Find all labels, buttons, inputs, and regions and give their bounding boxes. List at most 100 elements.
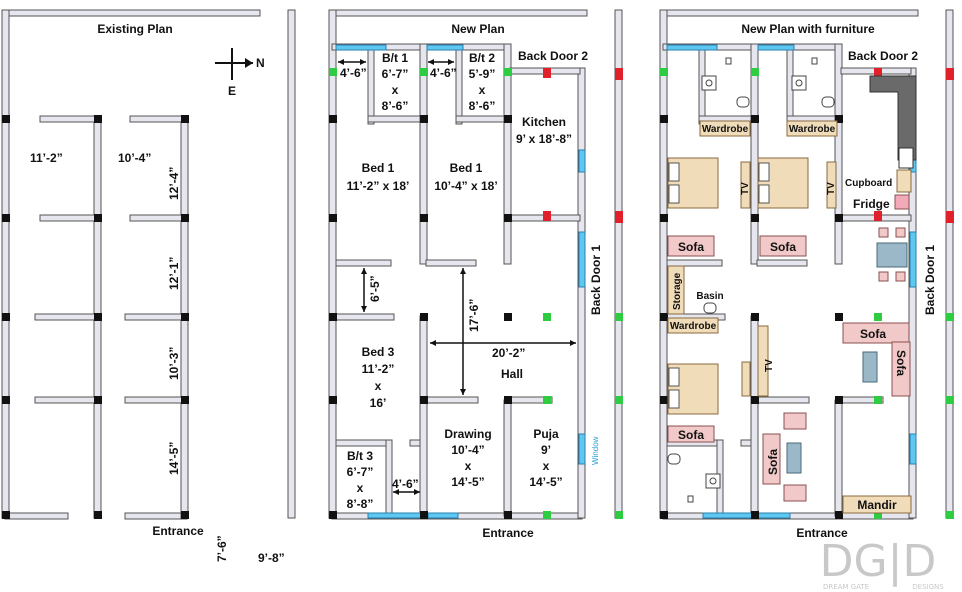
- dimension-arrow: [428, 59, 454, 65]
- column-post: [751, 214, 759, 222]
- window-pane: [427, 512, 459, 519]
- door-marker: [874, 511, 882, 519]
- door-marker: [751, 68, 759, 76]
- wall: [331, 9, 588, 17]
- door-marker: [660, 68, 668, 76]
- column-post: [181, 115, 189, 123]
- armchair-icon: [783, 484, 807, 502]
- basin-label: Basin: [696, 291, 723, 302]
- wall: [750, 315, 759, 517]
- puja-dim-a: 9’: [541, 443, 551, 457]
- sofa-5: [667, 425, 715, 443]
- door-marker: [543, 68, 551, 78]
- drawing-dim-a: 10’-4”: [451, 443, 484, 457]
- dim-width-2: 10’-4”: [118, 151, 151, 165]
- wall: [419, 315, 428, 517]
- bt3-label: B/t 3: [347, 449, 373, 463]
- chair-icon: [878, 227, 889, 238]
- bed3-dim-x: x: [375, 379, 382, 393]
- kitchen-dim: 9’ x 18’-8”: [516, 132, 572, 146]
- column-post: [329, 115, 337, 123]
- new-plan-title: New Plan: [451, 22, 504, 36]
- dim-bottom-2: 9’-8”: [258, 551, 285, 565]
- brand-watermark: DG|D DREAM GATE DESIGNS: [820, 536, 945, 591]
- wall: [124, 512, 188, 520]
- column-post: [660, 115, 668, 123]
- hall-height-dim: 17’-6”: [467, 299, 481, 332]
- wall: [503, 399, 512, 517]
- window-pane: [335, 44, 387, 51]
- column-post: [660, 313, 668, 321]
- furnished-entrance-label: Entrance: [796, 526, 848, 540]
- door-marker: [946, 211, 954, 223]
- tap-icon: [811, 57, 818, 65]
- fridge-block: [894, 194, 910, 210]
- cupboard-label: Cupboard: [845, 178, 892, 189]
- furnished-back-door-2-label: Back Door 2: [848, 49, 918, 63]
- door-marker: [874, 211, 882, 221]
- column-post: [751, 396, 759, 404]
- sofa-1-label: Sofa: [678, 240, 704, 254]
- column-post: [660, 396, 668, 404]
- column-post: [329, 511, 337, 519]
- bed3-dim-a: 11’-2”: [362, 362, 395, 376]
- storage-unit: [667, 265, 685, 315]
- column-post: [420, 115, 428, 123]
- bed1b-dim: 10’-4” x 18’: [434, 179, 497, 193]
- bt2-label: B/t 2: [469, 51, 495, 65]
- column-post: [504, 115, 512, 123]
- column-post: [420, 396, 428, 404]
- watermark-left: DREAM GATE: [823, 583, 869, 591]
- kitchen-counter: [869, 75, 917, 161]
- wall: [756, 396, 810, 404]
- wall: [39, 115, 96, 123]
- column-post: [181, 313, 189, 321]
- door-marker: [946, 68, 954, 80]
- bt3-dim-a: 6’-7”: [347, 465, 374, 479]
- dim-height-3: 10’-3”: [167, 347, 181, 380]
- wall: [666, 259, 723, 267]
- dim-height-4: 14’-5”: [167, 442, 181, 475]
- column-post: [94, 396, 102, 404]
- bed-icon: [667, 363, 719, 415]
- drawing-dim-b: 14’-5”: [451, 475, 484, 489]
- back-door-1-label: Back Door 1: [589, 245, 603, 315]
- wall: [129, 115, 186, 123]
- column-post: [751, 313, 759, 321]
- wall: [756, 259, 808, 267]
- dimension-arrow: [460, 268, 466, 395]
- dim-height-2: 12’-1”: [167, 257, 181, 290]
- door-marker: [946, 396, 954, 404]
- tap-icon: [687, 495, 694, 503]
- tv-1-label: TV: [740, 182, 751, 195]
- wardrobe-3: [667, 317, 719, 334]
- tv-2-label: TV: [826, 182, 837, 195]
- bt1-dim-a: 6’-7”: [382, 67, 409, 81]
- bt3-dim-b: 8’-8”: [347, 497, 374, 511]
- bed3-label: Bed 3: [362, 345, 395, 359]
- new-plan-panel: New Plan Back Door 2 Back Door 1 4’-6” B…: [328, 9, 623, 540]
- wall: [409, 439, 421, 447]
- wall: [455, 115, 505, 123]
- dimension-arrow: [361, 268, 367, 312]
- drawing-dim-x: x: [465, 459, 472, 473]
- bed1a-label: Bed 1: [362, 161, 395, 175]
- compass-east: E: [228, 84, 236, 98]
- wardrobe-2-label: Wardrobe: [789, 124, 836, 135]
- furnished-plan-title: New Plan with furniture: [741, 22, 875, 36]
- column-post: [181, 396, 189, 404]
- window-pane: [909, 231, 917, 288]
- window-pane: [702, 512, 754, 519]
- door-marker: [946, 313, 954, 321]
- column-post: [660, 214, 668, 222]
- column-post: [94, 214, 102, 222]
- column-post: [751, 511, 759, 519]
- door-marker: [543, 511, 551, 519]
- dim-width-1: 11’-2”: [30, 151, 63, 165]
- sofa-6-label: Sofa: [766, 449, 780, 475]
- column-post: [94, 115, 102, 123]
- new-entrance-label: Entrance: [482, 526, 534, 540]
- wall: [662, 9, 919, 17]
- wardrobe-1-label: Wardrobe: [702, 124, 749, 135]
